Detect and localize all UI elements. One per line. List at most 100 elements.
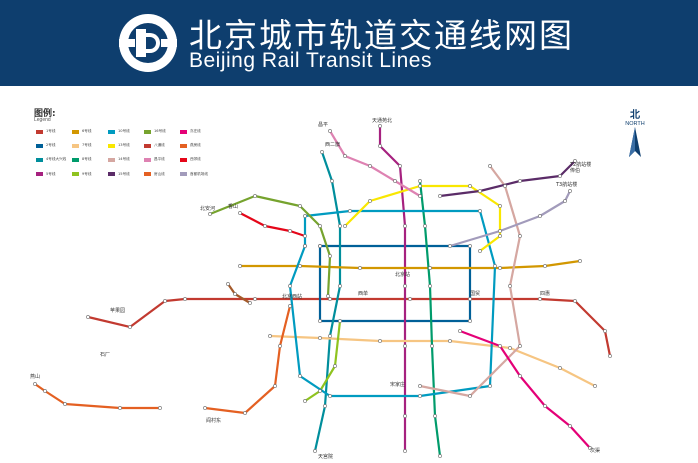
legend-item: 8号线 — [72, 156, 108, 163]
station-marker — [588, 446, 592, 450]
station-marker — [423, 224, 427, 228]
station-marker — [608, 354, 612, 358]
station-marker — [243, 411, 247, 415]
legend-label: 房山线 — [154, 171, 165, 176]
legend-label: 5号线 — [46, 171, 56, 176]
legend-item: 5号线 — [36, 171, 72, 178]
station-marker — [543, 404, 547, 408]
station-label: 俸伯 — [570, 167, 580, 174]
station-marker — [428, 284, 432, 288]
subway-line — [313, 151, 342, 452]
station-marker — [338, 319, 342, 323]
station-label: 西单 — [358, 290, 368, 297]
legend-label: 燕房线 — [190, 143, 201, 148]
legend-label: 15号线 — [118, 171, 130, 176]
legend-item: 首都机场线 — [180, 171, 216, 178]
station-marker — [538, 214, 542, 218]
station-marker — [543, 264, 547, 268]
station-label: 四惠 — [540, 290, 550, 297]
station-marker — [203, 406, 207, 410]
station-label: 北京站 — [395, 271, 410, 278]
station-marker — [438, 454, 442, 458]
legend-label: 2号线 — [46, 143, 56, 148]
station-marker — [358, 266, 362, 270]
beijing-subway-logo-icon — [119, 14, 177, 72]
station-marker — [318, 336, 322, 340]
subway-line — [87, 297, 612, 357]
station-marker — [268, 334, 272, 338]
station-marker — [458, 329, 462, 333]
station-label: T3航站楼 — [555, 181, 577, 188]
station-marker — [433, 414, 437, 418]
station-label: 国贸 — [470, 290, 480, 297]
station-marker — [326, 294, 330, 298]
station-marker — [253, 297, 257, 301]
station-marker — [226, 282, 230, 286]
station-label: 北京西站 — [282, 293, 302, 300]
station-label: 次渠 — [590, 447, 600, 454]
station-marker — [323, 404, 327, 408]
station-marker — [238, 264, 242, 268]
station-marker — [348, 209, 352, 213]
station-marker — [378, 124, 382, 128]
station-marker — [488, 164, 492, 168]
station-marker — [518, 344, 522, 348]
subway-line — [227, 283, 251, 304]
legend-item: 6号线 — [72, 128, 108, 135]
station-marker — [498, 266, 502, 270]
legend-item: 15号线 — [108, 171, 144, 178]
legend-item: 14号线 — [108, 156, 144, 163]
map-title-en: Beijing Rail Transit Lines — [189, 49, 432, 72]
station-marker — [518, 179, 522, 183]
station-marker — [498, 204, 502, 208]
station-marker — [328, 129, 332, 133]
station-marker — [448, 244, 452, 248]
subway-line — [240, 259, 581, 270]
legend-swatch — [36, 143, 43, 148]
station-marker — [448, 339, 452, 343]
station-marker — [163, 299, 167, 303]
legend-item: 2号线 — [36, 142, 72, 149]
station-marker — [468, 394, 472, 398]
station-marker — [468, 319, 472, 323]
station-marker — [320, 150, 324, 154]
station-marker — [318, 224, 322, 228]
station-label: 天宫院 — [318, 453, 333, 460]
station-marker — [468, 297, 472, 301]
station-marker — [368, 164, 372, 168]
station-label: 香山 — [228, 203, 238, 210]
station-marker — [233, 292, 237, 296]
legend-label: 八通线 — [154, 143, 165, 148]
legend-swatch — [36, 157, 43, 162]
station-marker — [313, 449, 317, 453]
station-marker — [478, 189, 482, 193]
station-marker — [573, 159, 577, 163]
station-marker — [33, 382, 37, 386]
station-marker — [403, 344, 407, 348]
station-marker — [303, 399, 307, 403]
legend-label: 4号线大兴线 — [46, 157, 67, 162]
station-marker — [278, 344, 282, 348]
station-marker — [498, 344, 502, 348]
station-label: T2航站楼 — [569, 161, 591, 168]
legend-item: 昌平线 — [144, 156, 180, 163]
station-marker — [343, 154, 347, 158]
station-marker — [503, 184, 507, 188]
legend-swatch — [108, 172, 115, 177]
station-marker — [563, 199, 567, 203]
station-marker — [438, 194, 442, 198]
station-marker — [518, 374, 522, 378]
station-marker — [478, 249, 482, 253]
legend-swatch — [108, 129, 115, 134]
legend-label: 9号线 — [82, 171, 92, 176]
station-marker — [263, 224, 267, 228]
legend-subtitle: Legend — [34, 117, 51, 123]
legend-item: 9号线 — [72, 171, 108, 178]
station-marker — [288, 284, 292, 288]
legend-label: 6号线 — [82, 129, 92, 133]
station-marker — [208, 212, 212, 216]
station-marker — [398, 164, 402, 168]
legend-swatch — [108, 157, 115, 162]
legend-swatch — [72, 129, 79, 134]
